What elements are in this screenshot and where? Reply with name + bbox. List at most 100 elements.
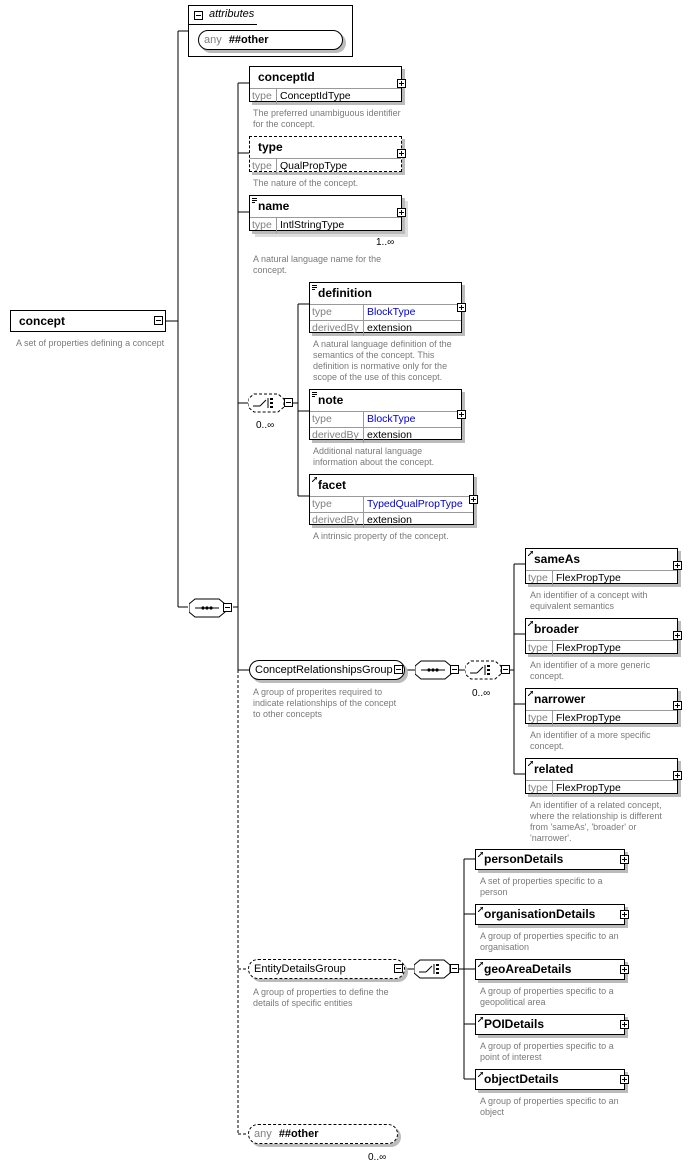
conceptId-type-value: ConceptIdType (280, 90, 351, 102)
definition-doc-icon (312, 285, 317, 290)
collapse-relationships-choice-button[interactable] (501, 665, 510, 674)
related-description: An identifier of a related concept,where… (530, 800, 662, 843)
note-derived-key: derivedBy (310, 428, 364, 443)
any-other-label: any (254, 1128, 272, 1140)
broader-name: broader (534, 622, 579, 636)
objectDetails-name: objectDetails (484, 1072, 559, 1086)
relationships-group[interactable]: ConceptRelationshipsGroup (249, 660, 405, 680)
geoAreaDetails-element[interactable]: geoAreaDetails (475, 959, 629, 980)
personDetails-name: personDetails (484, 852, 564, 866)
expand-POIDetails-button[interactable] (620, 1020, 629, 1029)
definition-type-value[interactable]: BlockType (367, 306, 416, 318)
relationships-choice-cardinality: 0..∞ (472, 688, 491, 699)
facet-type-value[interactable]: TypedQualPropType (367, 498, 463, 510)
any-other-value: ##other (278, 1128, 319, 1140)
relationships-choice-compositor[interactable] (465, 660, 511, 680)
name-name: name (258, 199, 290, 213)
broader-arrow-icon (528, 621, 533, 626)
any-other-cardinality: 0..∞ (368, 1152, 387, 1163)
sameAs-name: sameAs (534, 552, 581, 566)
attributes-title: attributes (209, 8, 255, 20)
expand-objectDetails-button[interactable] (620, 1075, 629, 1084)
collapse-sequence-button[interactable] (223, 603, 232, 612)
expand-type-button[interactable] (397, 149, 406, 158)
any-other-element[interactable]: any ##other (248, 1124, 398, 1144)
collapse-relationships-group-button[interactable] (394, 665, 403, 674)
note-name: note (318, 393, 344, 407)
expand-geoAreaDetails-button[interactable] (620, 965, 629, 974)
main-sequence-compositor[interactable] (189, 598, 233, 618)
definition-type-key: type (310, 305, 364, 320)
POIDetails-name: POIDetails (484, 1017, 545, 1031)
POIDetails-element[interactable]: POIDetails (475, 1014, 629, 1035)
note-type-key: type (310, 412, 364, 427)
expand-personDetails-button[interactable] (620, 855, 629, 864)
attributes-box: attributes any ##other (188, 5, 353, 57)
name-type-key: type (250, 218, 277, 233)
collapse-relationships-sequence-button[interactable] (450, 665, 459, 674)
sameAs-type-value: FlexPropType (556, 572, 621, 584)
note-type-value[interactable]: BlockType (367, 413, 416, 425)
definition-name: definition (318, 286, 372, 300)
objectDetails-arrow-icon (478, 1072, 483, 1077)
collapse-concept-button[interactable] (154, 316, 163, 325)
relationships-sequence-compositor[interactable] (415, 660, 459, 680)
narrower-arrow-icon (528, 691, 533, 696)
organisationDetails-element[interactable]: organisationDetails (475, 904, 629, 925)
expand-note-button[interactable] (457, 410, 466, 419)
attributes-title-gap (189, 24, 257, 25)
expand-name-button[interactable] (397, 208, 406, 217)
expand-sameAs-button[interactable] (673, 561, 682, 570)
related-arrow-icon (528, 761, 533, 766)
related-name: related (534, 762, 574, 776)
expand-broader-button[interactable] (673, 631, 682, 640)
name-doc-icon (252, 198, 257, 203)
expand-narrower-button[interactable] (673, 701, 682, 710)
expand-conceptId-button[interactable] (397, 79, 406, 88)
facet-name: facet (318, 478, 347, 492)
objectDetails-element[interactable]: objectDetails (475, 1069, 629, 1090)
entity-choice-compositor[interactable] (414, 959, 460, 979)
entity-group[interactable]: EntityDetailsGroup (248, 959, 405, 979)
note-derived-value: extension (367, 429, 412, 441)
facet-derived-value: extension (367, 514, 412, 526)
personDetails-element[interactable]: personDetails (475, 849, 629, 870)
expand-facet-button[interactable] (469, 495, 478, 504)
expand-related-button[interactable] (673, 771, 682, 780)
geoAreaDetails-name: geoAreaDetails (484, 962, 572, 976)
related-type-key: type (526, 781, 553, 796)
relationships-group-name: ConceptRelationshipsGroup (255, 664, 393, 676)
collapse-entity-choice-button[interactable] (450, 964, 459, 973)
name-type-value: IntlStringType (280, 219, 345, 231)
note-doc-icon (312, 392, 317, 397)
conceptId-type-key: type (250, 89, 277, 104)
collapse-choice-button[interactable] (284, 398, 293, 407)
type-description: The nature of the concept. (253, 178, 359, 188)
expand-definition-button[interactable] (457, 303, 466, 312)
facet-description: A intrinsic property of the concept. (313, 531, 449, 541)
choice-compositor[interactable] (248, 393, 294, 413)
concept-element[interactable]: concept (10, 310, 166, 332)
collapse-attributes-button[interactable] (194, 11, 203, 20)
expand-organisationDetails-button[interactable] (620, 910, 629, 919)
any-attribute[interactable]: any ##other (198, 30, 343, 50)
collapse-entity-group-button[interactable] (394, 964, 403, 973)
